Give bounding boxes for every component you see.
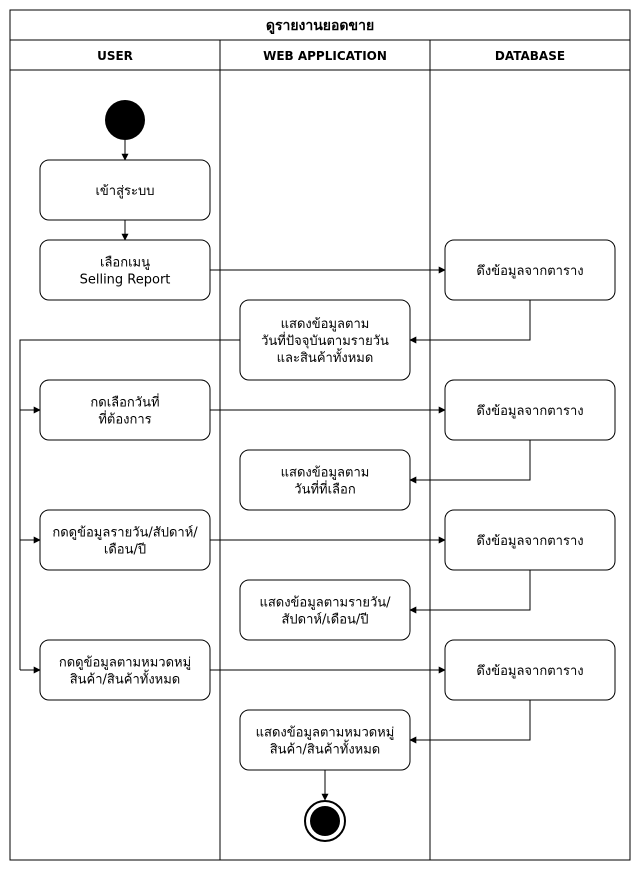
activity-label-line: สินค้า/สินค้าทั้งหมด xyxy=(270,740,381,758)
activity-box xyxy=(444,509,616,571)
activity-db-fetch-3: ดึงข้อมูลจากตาราง xyxy=(444,509,616,571)
edge-loop-line xyxy=(19,339,240,670)
activity-label-line: กดเลือกวันที่ xyxy=(90,394,159,411)
activity-label-line: แสดงข้อมูลตาม xyxy=(281,466,370,481)
activity-select-menu: เลือกเมนู Selling Report xyxy=(39,239,211,301)
activity-label-line: สัปดาห์/เดือน/ปี xyxy=(281,612,368,628)
activity-label-line: ดึงข้อมูลจากตาราง xyxy=(476,534,583,549)
activity-label-line: แสดงข้อมูลตามรายวัน/ xyxy=(259,596,391,611)
lane-header-database: DATABASE xyxy=(495,49,565,63)
activity-view-category: กดดูข้อมูลตามหมวดหมู่สินค้า/สินค้าทั้งหม… xyxy=(39,639,211,701)
lane-header-web-application: WEB APPLICATION xyxy=(263,49,387,63)
activity-show-today: แสดงข้อมูลตามวันที่ปัจจุบันตามรายวันและส… xyxy=(239,299,411,381)
activity-box xyxy=(39,509,211,571)
activity-box xyxy=(39,639,211,701)
edge-db-fetch-3-to-show-period xyxy=(409,570,531,614)
activity-label-line: ดึงข้อมูลจากตาราง xyxy=(476,404,583,419)
activity-view-period: กดดูข้อมูลรายวัน/สัปดาห์/เดือน/ปี xyxy=(39,509,211,571)
activity-label-line: ดึงข้อมูลจากตาราง xyxy=(476,264,583,279)
activity-label-line: ดึงข้อมูลจากตาราง xyxy=(476,664,583,679)
activity-show-period: แสดงข้อมูลตามรายวัน/สัปดาห์/เดือน/ปี xyxy=(239,579,411,641)
activity-db-fetch-4: ดึงข้อมูลจากตาราง xyxy=(444,639,616,701)
edge-db-fetch-2-to-show-date xyxy=(409,440,531,484)
activity-label-line: กดดูข้อมูลรายวัน/สัปดาห์/ xyxy=(52,525,198,541)
activity-box xyxy=(239,579,411,641)
activity-label-line: เข้าสู่ระบบ xyxy=(95,184,154,199)
activity-label-line: เลือกเมนู xyxy=(100,255,150,271)
activity-box xyxy=(444,239,616,301)
activity-label-line: วันที่ที่เลือก xyxy=(294,481,355,498)
activity-show-category: แสดงข้อมูลตามหมวดหมู่สินค้า/สินค้าทั้งหม… xyxy=(239,709,411,771)
activity-box xyxy=(239,299,411,381)
edge-db-fetch-4-to-show-category xyxy=(409,700,531,744)
lane-header-user: USER xyxy=(97,49,133,63)
activity-box xyxy=(39,239,211,301)
end-node-inner xyxy=(310,806,340,836)
edges xyxy=(19,140,531,801)
activity-db-fetch-2: ดึงข้อมูลจากตาราง xyxy=(444,379,616,441)
activity-label-line: และสินค้าทั้งหมด xyxy=(277,348,374,366)
activity-label-line: แสดงข้อมูลตาม xyxy=(281,317,370,332)
activity-label-line: สินค้า/สินค้าทั้งหมด xyxy=(70,670,181,688)
activity-db-fetch-1: ดึงข้อมูลจากตาราง xyxy=(444,239,616,301)
activity-pick-date: กดเลือกวันที่ที่ต้องการ xyxy=(39,379,211,441)
activity-box xyxy=(444,379,616,441)
activity-box xyxy=(39,379,211,441)
activity-label-line: วันที่ปัจจุบันตามรายวัน xyxy=(261,332,389,349)
activity-label-line: เดือน/ปี xyxy=(104,542,146,558)
activity-login: เข้าสู่ระบบ xyxy=(39,159,211,221)
activity-label-line: Selling Report xyxy=(80,273,171,288)
activity-box xyxy=(239,709,411,771)
activity-box xyxy=(239,449,411,511)
start-node xyxy=(105,100,145,140)
activity-label-line: ที่ต้องการ xyxy=(98,411,151,428)
activity-box xyxy=(444,639,616,701)
activity-label-line: กดดูข้อมูลตามหมวดหมู่ xyxy=(59,656,191,671)
diagram-title: ดูรายงานยอดขาย xyxy=(266,18,374,34)
activity-box xyxy=(39,159,211,221)
activity-label-line: แสดงข้อมูลตามหมวดหมู่ xyxy=(256,726,395,741)
edge-db-fetch-1-to-show-today xyxy=(409,300,531,344)
